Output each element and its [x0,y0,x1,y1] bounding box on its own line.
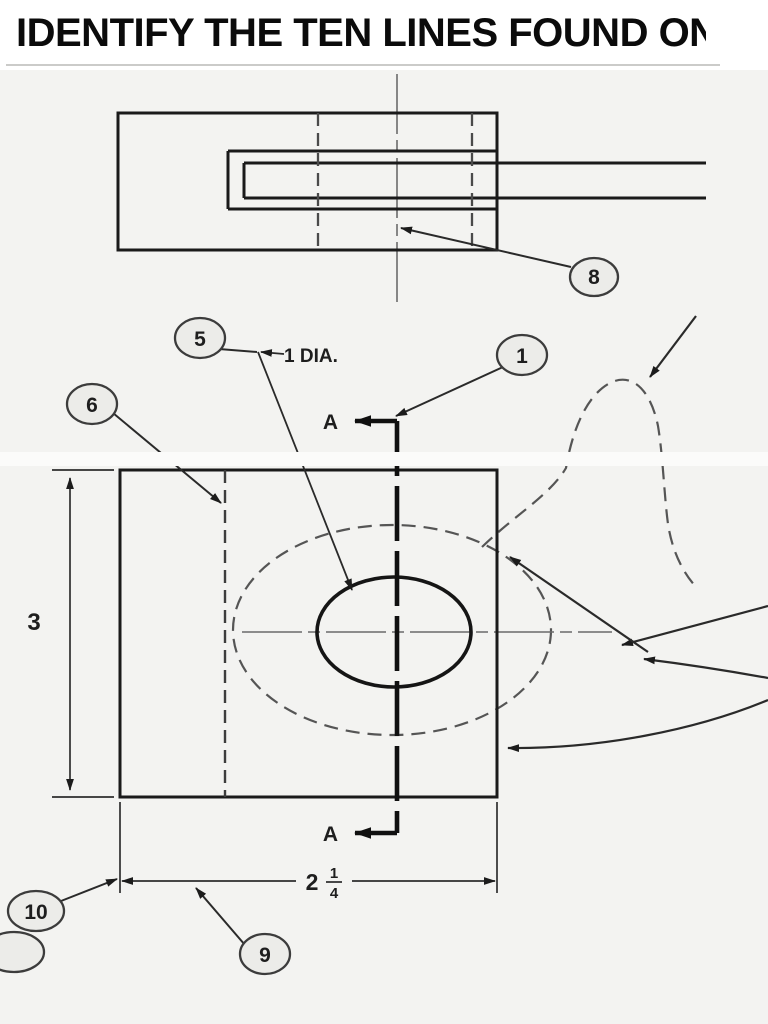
balloon-10-label: 10 [24,901,47,924]
balloon-1: 1 [495,333,549,377]
dim-width-numerator: 1 [330,865,338,882]
hidden-lines-hole-top-view [316,113,474,250]
section-label-a-top: A [323,411,338,434]
leader-line-top-right [649,315,697,378]
hole-circle [315,575,473,689]
balloon-5: 5 [173,316,227,360]
dim-width-whole: 2 [306,869,319,895]
balloon-6-label: 6 [86,394,98,417]
balloon-5-label: 5 [194,328,206,351]
leader-line-diagonal [509,556,649,653]
top-view-outline [116,111,499,252]
header-rule [6,64,720,66]
page-title: IDENTIFY THE TEN LINES FOUND ON [16,11,706,55]
hole-diameter-note: 1 DIA. [284,346,338,367]
top-view: 8 [116,74,706,303]
leader-line-center-line [621,604,768,647]
front-view: A A 3 2 1 4 1 DIA. [0,315,768,976]
balloon-1-label: 1 [516,345,528,368]
page-header: IDENTIFY THE TEN LINES FOUND ON [0,0,768,70]
leader-line-5 [218,348,258,353]
front-view-outline [118,468,499,799]
phantom-outline-right [481,378,698,589]
section-label-a-bottom: A [323,823,338,846]
leader-line-1 [395,366,504,417]
balloon-8-label: 8 [588,266,600,289]
leader-line-bottom-curve [507,698,768,753]
balloon-partial-bottom-left [0,930,46,974]
balloon-9-label: 9 [259,944,271,967]
leader-line-9 [195,887,246,946]
balloon-6: 6 [65,382,119,426]
height-dimension [52,469,114,798]
leader-line-hole-note [257,351,353,591]
bar-through-slot [242,161,706,200]
dim-height-label: 3 [27,609,40,636]
scan-seam [0,452,768,466]
balloon-10: 10 [6,889,66,933]
width-dimension [119,802,498,893]
balloon-9: 9 [238,932,292,976]
slot-outline [226,149,497,211]
leader-line-8 [400,226,572,268]
leader-line-right-mid [643,656,768,680]
balloon-8: 8 [568,256,620,298]
hole-note-leader-arrow [260,349,285,357]
dim-width-denominator: 4 [330,885,339,902]
phantom-ellipse [231,523,553,737]
cutting-plane-line [354,415,400,839]
leader-line-10 [60,878,118,902]
